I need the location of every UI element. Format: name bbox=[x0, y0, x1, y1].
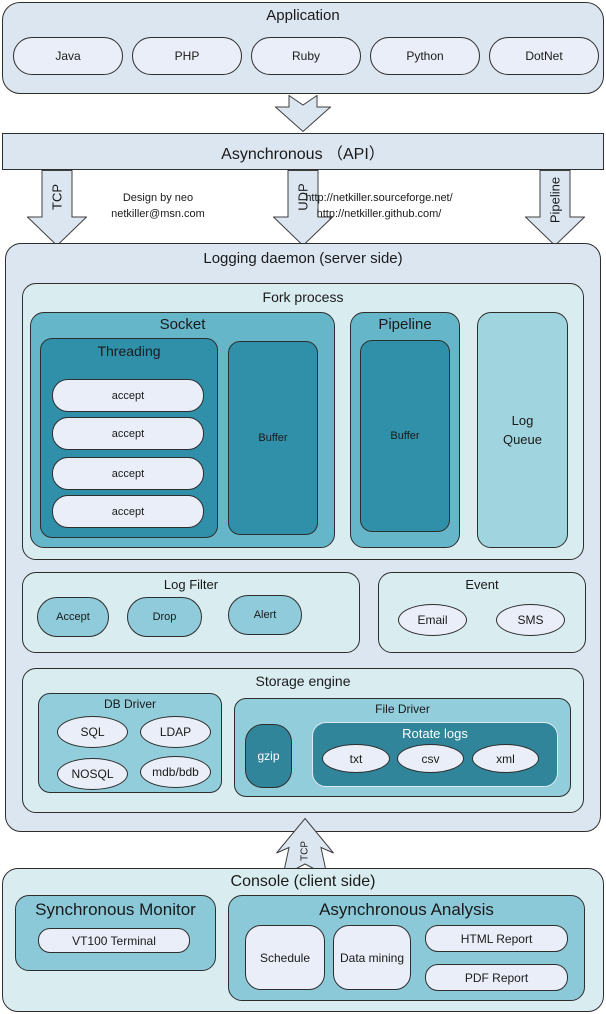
filter-drop-node: Drop bbox=[127, 597, 202, 637]
links-text: http://netkiller.sourceforge.net/ http:/… bbox=[295, 190, 463, 222]
gzip-node: gzip bbox=[245, 724, 292, 788]
up-notched-arrow-icon bbox=[276, 818, 334, 876]
tcp-arrow: TCP bbox=[27, 170, 87, 246]
fork-process-title: Fork process bbox=[262, 289, 344, 305]
schedule-node: Schedule bbox=[245, 925, 325, 990]
udp-arrow: UDP bbox=[273, 170, 333, 246]
filter-alert-node: Alert bbox=[228, 595, 302, 635]
storage-engine-title: Storage engine bbox=[255, 673, 351, 689]
accept-node-3: accept bbox=[52, 457, 204, 490]
links-line1: http://netkiller.sourceforge.net/ bbox=[305, 192, 453, 204]
uplink-tcp-arrow: TCP bbox=[276, 818, 334, 876]
db-nosql-node: NOSQL bbox=[57, 758, 128, 790]
udp-arrow-icon bbox=[273, 170, 333, 246]
rotate-xml-node: xml bbox=[472, 744, 539, 773]
daemon-title: Logging daemon (server side) bbox=[203, 250, 403, 267]
pipeline-title: Pipeline bbox=[378, 316, 432, 333]
socket-title: Socket bbox=[159, 316, 206, 333]
uplink-tcp-label: TCP bbox=[299, 841, 311, 861]
credits-line1: Design by neo bbox=[122, 192, 194, 204]
pipeline-buffer-box: Buffer bbox=[360, 340, 450, 532]
down-notched-arrow-icon bbox=[275, 95, 331, 133]
app-item-python: Python bbox=[370, 37, 480, 75]
db-ldap-node: LDAP bbox=[140, 716, 211, 748]
rotate-txt-node: txt bbox=[322, 744, 390, 773]
html-report-node: HTML Report bbox=[425, 925, 568, 952]
accept-node-4: accept bbox=[52, 495, 204, 528]
credits-line2: netkiller@msn.com bbox=[111, 208, 205, 220]
pipeline-arrow-label: Pipeline bbox=[547, 176, 563, 224]
app-item-ruby: Ruby bbox=[251, 37, 361, 75]
socket-buffer-box: Buffer bbox=[228, 341, 318, 535]
rotate-csv-node: csv bbox=[397, 744, 464, 773]
log-filter-title: Log Filter bbox=[163, 577, 219, 592]
event-sms-node: SMS bbox=[496, 604, 565, 636]
tcp-arrow-icon bbox=[27, 170, 87, 246]
tcp-arrow-label: TCP bbox=[49, 184, 65, 210]
event-title: Event bbox=[465, 577, 499, 592]
db-mdbbdb-node: mdb/bdb bbox=[140, 756, 211, 788]
pipeline-arrow: Pipeline bbox=[525, 170, 585, 246]
rotate-logs-title: Rotate logs bbox=[402, 726, 468, 741]
event-email-node: Email bbox=[398, 604, 467, 636]
vt100-terminal-node: VT100 Terminal bbox=[38, 928, 190, 953]
api-box: Asynchronous （API） bbox=[2, 133, 604, 170]
sync-monitor-title: Synchronous Monitor bbox=[35, 900, 196, 919]
async-analysis-title: Asynchronous Analysis bbox=[319, 900, 494, 919]
app-item-php: PHP bbox=[132, 37, 242, 75]
file-driver-title: File Driver bbox=[375, 702, 430, 716]
app-item-java: Java bbox=[13, 37, 123, 75]
db-sql-node: SQL bbox=[57, 716, 128, 748]
pdf-report-node: PDF Report bbox=[425, 964, 568, 991]
data-mining-node: Data mining bbox=[333, 925, 411, 990]
console-title: Console (client side) bbox=[230, 873, 376, 890]
credits-text: Design by neo netkiller@msn.com bbox=[78, 190, 238, 222]
accept-node-2: accept bbox=[52, 417, 204, 450]
app-item-dotnet: DotNet bbox=[489, 37, 599, 75]
filter-accept-node: Accept bbox=[37, 597, 109, 637]
log-queue-box: Log Queue bbox=[477, 312, 568, 548]
accept-node-1: accept bbox=[52, 379, 204, 412]
threading-title: Threading bbox=[97, 343, 161, 359]
pipeline-arrow-icon bbox=[525, 170, 585, 246]
links-line2: http://netkiller.github.com/ bbox=[316, 208, 442, 220]
db-driver-title: DB Driver bbox=[103, 697, 156, 711]
application-title: Application bbox=[266, 7, 340, 24]
